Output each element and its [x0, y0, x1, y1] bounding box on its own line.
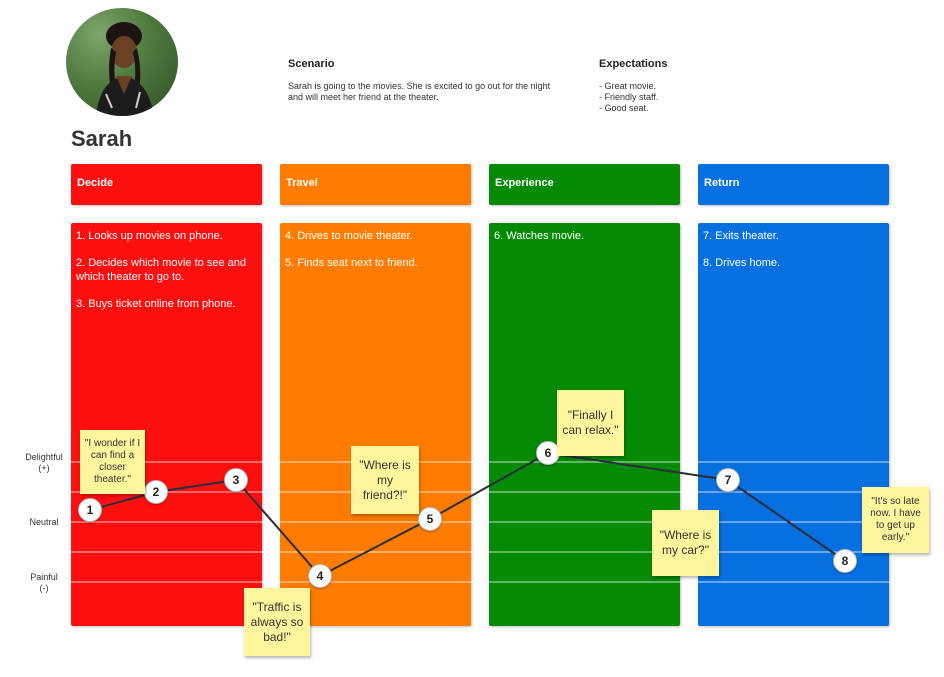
step-2: 2. Decides which movie to see and which …	[76, 257, 246, 283]
stage-header-decide: Decide	[71, 164, 262, 205]
scale-delightful: Delightful (+)	[14, 452, 74, 474]
scale-painful: Painful (-)	[14, 572, 74, 594]
scale-neutral: Neutral	[29, 517, 59, 527]
journey-point-8: 8	[833, 549, 857, 573]
journey-point-4: 4	[308, 564, 332, 588]
step-7: 7. Exits theater.	[703, 230, 779, 242]
stage-header-experience: Experience	[489, 164, 680, 205]
scale-delightful-sign: (+)	[38, 463, 50, 473]
scale-painful-sign: (-)	[39, 583, 49, 593]
persona-photo-icon	[96, 22, 154, 116]
step-5: 5. Finds seat next to friend.	[285, 257, 418, 269]
quote-note-3: "Traffic is always so bad!"	[244, 588, 310, 656]
stage-body-travel: 4. Drives to movie theater. 5. Finds sea…	[280, 223, 471, 626]
expectation-item: - Great movie.	[599, 81, 657, 91]
stage-body-return: 7. Exits theater. 8. Drives home.	[698, 223, 889, 626]
expectations-list: - Great movie. - Friendly staff. - Good …	[599, 81, 719, 114]
expectation-item: - Friendly staff.	[599, 92, 659, 102]
quote-note-1: "I wonder if I can find a closer theater…	[80, 430, 145, 494]
step-1: 1. Looks up movies on phone.	[76, 230, 223, 242]
step-4: 4. Drives to movie theater.	[285, 230, 413, 242]
journey-point-5: 5	[418, 507, 442, 531]
scale-painful-label: Painful	[30, 572, 58, 582]
scale-delightful-label: Delightful	[25, 452, 63, 462]
journey-point-2: 2	[144, 480, 168, 504]
quote-note-4: "Finally I can relax."	[557, 390, 624, 456]
scenario-text: Sarah is going to the movies. She is exc…	[288, 81, 588, 103]
scenario-line: Sarah is going to the movies. She is exc…	[288, 81, 551, 91]
step-6: 6. Watches movie.	[494, 230, 585, 242]
persona-avatar	[66, 8, 178, 116]
scenario-line: and will meet her friend at the theater.	[288, 92, 439, 102]
scenario-heading: Scenario	[288, 58, 335, 70]
quote-note-5: "Where is my car?"	[652, 510, 719, 576]
journey-point-3: 3	[224, 468, 248, 492]
step-3: 3. Buys ticket online from phone.	[76, 298, 236, 310]
quote-note-6: "It's so late now. I have to get up earl…	[862, 487, 929, 553]
stage-body-decide: 1. Looks up movies on phone. 2. Decides …	[71, 223, 262, 626]
step-8: 8. Drives home.	[703, 257, 781, 269]
stage-header-travel: Travel	[280, 164, 471, 205]
journey-point-7: 7	[716, 468, 740, 492]
quote-note-2: "Where is my friend?!"	[351, 446, 419, 514]
expectations-heading: Expectations	[599, 58, 668, 70]
journey-point-1: 1	[78, 498, 102, 522]
persona-name: Sarah	[71, 126, 133, 151]
stage-header-return: Return	[698, 164, 889, 205]
expectation-item: - Good seat.	[599, 103, 649, 113]
